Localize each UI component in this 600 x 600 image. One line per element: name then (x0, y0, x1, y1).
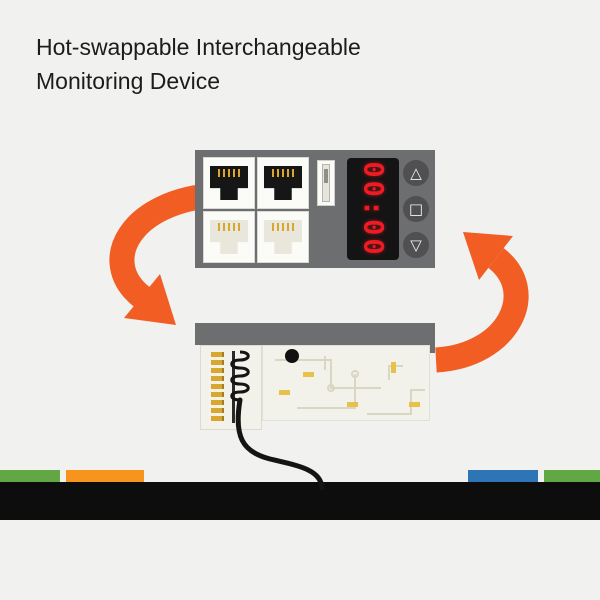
connector-block (200, 345, 262, 430)
gold-pin (211, 408, 224, 413)
ethernet-port-2 (257, 157, 309, 209)
ethernet-port-1 (203, 157, 255, 209)
gold-pin (211, 400, 224, 405)
gold-pin (211, 352, 224, 357)
circuit-module (195, 323, 435, 433)
cable-icon (235, 397, 325, 491)
page-title-line-2: Monitoring Device (36, 68, 221, 94)
page-title-line-1: Hot-swappable Interchangeable (36, 34, 361, 60)
down-button: ▽ (403, 232, 429, 258)
base-strip-green (0, 470, 60, 482)
swap-arrow-left-icon (109, 182, 220, 325)
select-button: □ (403, 196, 429, 222)
coil-spring-icon (230, 350, 250, 402)
usb-slot-icon (322, 164, 330, 202)
up-button: △ (403, 160, 429, 186)
gold-pin (211, 368, 224, 373)
gold-pin (211, 384, 224, 389)
gold-pin (211, 392, 224, 397)
base-strip-orange (66, 470, 144, 482)
monitoring-device: 00:00 △ □ ▽ (195, 150, 435, 268)
gold-pin (211, 416, 224, 421)
module-rail (195, 323, 435, 345)
base-strip-green-right (544, 470, 600, 482)
base-bar (0, 482, 600, 520)
circuit-traces-icon (275, 356, 425, 415)
ethernet-port-3 (203, 211, 255, 263)
gold-pin (211, 360, 224, 365)
connector-slot (232, 351, 235, 423)
device-button-column: △ □ ▽ (403, 160, 429, 258)
usb-port (317, 160, 335, 206)
mounting-hole-icon (285, 349, 299, 363)
ethernet-port-4 (257, 211, 309, 263)
page-title: Hot-swappable Interchangeable Monitoring… (36, 30, 361, 98)
base-strip-blue (468, 470, 538, 482)
digital-display: 00:00 (347, 158, 399, 260)
gold-pin (211, 376, 224, 381)
swap-arrow-right-icon (434, 232, 529, 373)
